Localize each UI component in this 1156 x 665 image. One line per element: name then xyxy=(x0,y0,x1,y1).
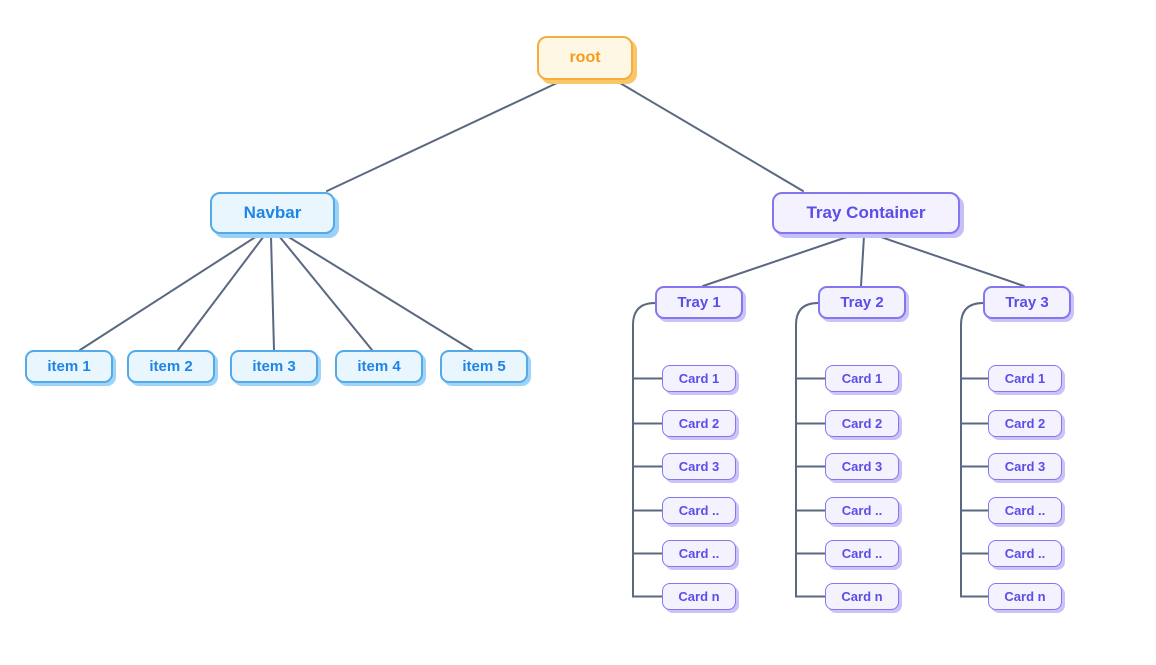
node-tray-2[interactable]: Tray 2 xyxy=(818,286,906,319)
node-tray-1-card-2[interactable]: Card 2 xyxy=(662,410,736,437)
node-tray-1-card-4[interactable]: Card .. xyxy=(662,497,736,524)
edge-navbar-item-3 xyxy=(270,235,275,351)
bracket-tray-2-stubs xyxy=(795,377,826,555)
edge-container-tray-3 xyxy=(877,235,1025,287)
edge-navbar-item-5 xyxy=(286,235,473,351)
node-tray-3-card-5[interactable]: Card .. xyxy=(988,540,1062,567)
node-item-5[interactable]: item 5 xyxy=(440,350,528,383)
edge-navbar-item-1 xyxy=(79,235,258,351)
node-tray-3-card-1[interactable]: Card 1 xyxy=(988,365,1062,392)
node-tray-1-card-1[interactable]: Card 1 xyxy=(662,365,736,392)
node-tray-1[interactable]: Tray 1 xyxy=(655,286,743,319)
edge-navbar-item-4 xyxy=(278,235,373,351)
node-tray-2-card-1[interactable]: Card 1 xyxy=(825,365,899,392)
node-tray-2-card-6[interactable]: Card n xyxy=(825,583,899,610)
node-item-4[interactable]: item 4 xyxy=(335,350,423,383)
edge-container-tray-2 xyxy=(860,235,865,287)
edge-root-tray-container xyxy=(619,82,804,192)
node-tray-1-card-6[interactable]: Card n xyxy=(662,583,736,610)
node-tray-3-card-4[interactable]: Card .. xyxy=(988,497,1062,524)
edge-container-tray-1 xyxy=(702,235,851,287)
bracket-tray-1 xyxy=(632,302,663,598)
node-item-3[interactable]: item 3 xyxy=(230,350,318,383)
node-tray-3-card-6[interactable]: Card n xyxy=(988,583,1062,610)
bracket-tray-3-stubs xyxy=(960,377,989,555)
bracket-tray-2 xyxy=(795,302,826,598)
node-tray-2-card-4[interactable]: Card .. xyxy=(825,497,899,524)
node-tray-2-card-2[interactable]: Card 2 xyxy=(825,410,899,437)
node-tray-2-card-3[interactable]: Card 3 xyxy=(825,453,899,480)
node-item-2[interactable]: item 2 xyxy=(127,350,215,383)
node-root[interactable]: root xyxy=(537,36,633,80)
node-navbar[interactable]: Navbar xyxy=(210,192,335,234)
edge-root-navbar xyxy=(326,82,558,192)
node-item-1[interactable]: item 1 xyxy=(25,350,113,383)
node-tray-2-card-5[interactable]: Card .. xyxy=(825,540,899,567)
bracket-tray-3 xyxy=(960,302,989,598)
edge-navbar-item-2 xyxy=(177,235,265,351)
bracket-tray-1-stubs xyxy=(632,377,663,555)
node-tray-container[interactable]: Tray Container xyxy=(772,192,960,234)
node-tray-1-card-5[interactable]: Card .. xyxy=(662,540,736,567)
node-tray-3[interactable]: Tray 3 xyxy=(983,286,1071,319)
node-tray-1-card-3[interactable]: Card 3 xyxy=(662,453,736,480)
node-tray-3-card-2[interactable]: Card 2 xyxy=(988,410,1062,437)
node-tray-3-card-3[interactable]: Card 3 xyxy=(988,453,1062,480)
